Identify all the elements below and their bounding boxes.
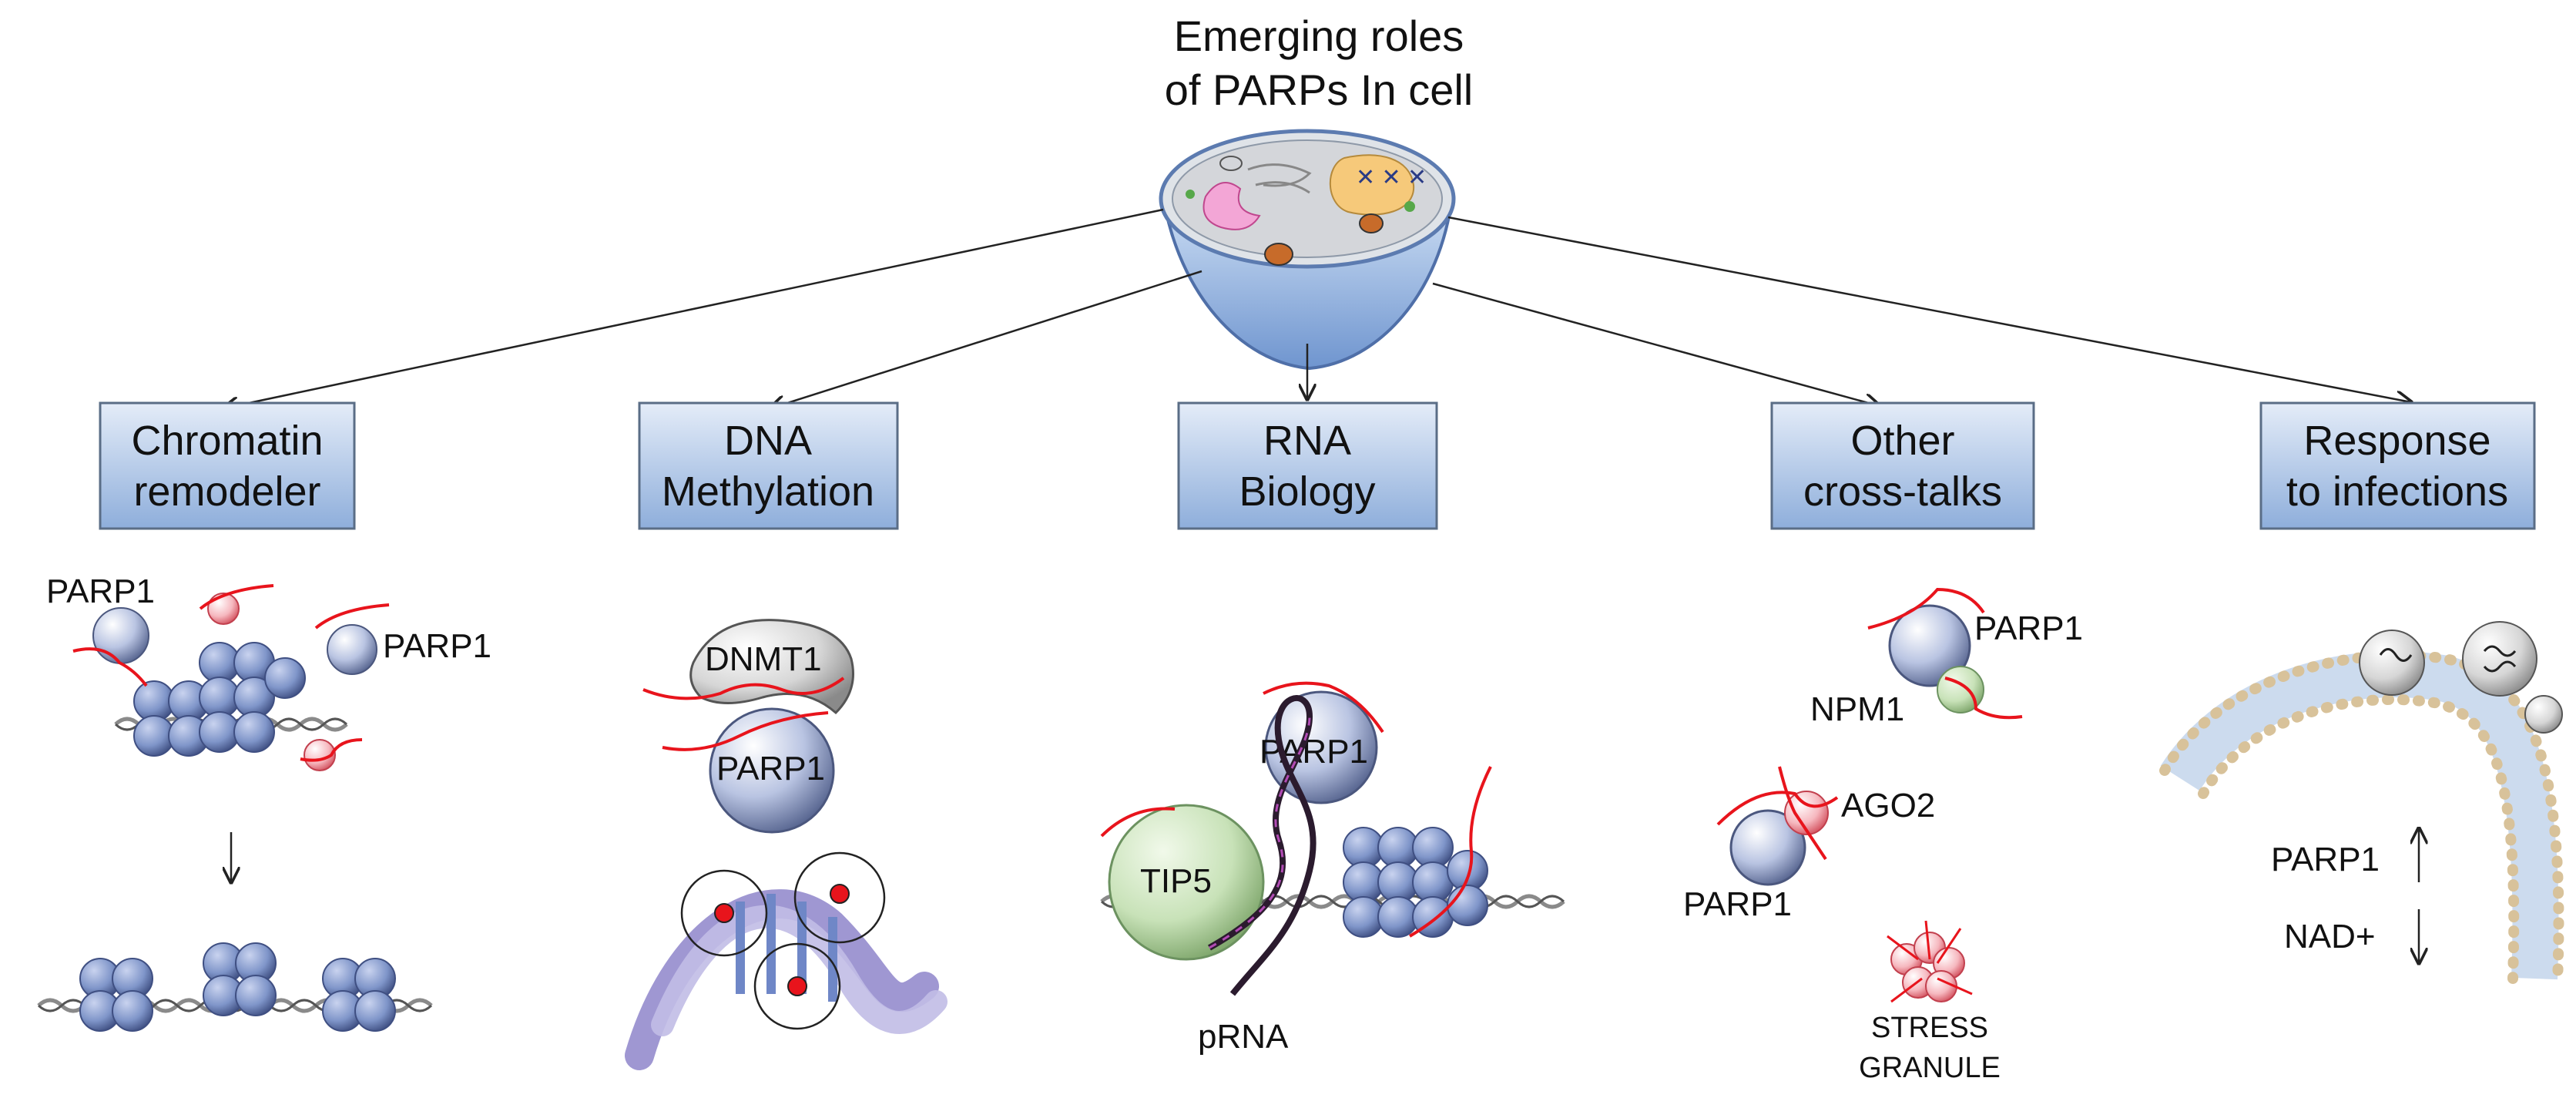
parp1-sphere (1888, 604, 1971, 687)
infection-panel: PARP1 NAD+ (2159, 621, 2564, 988)
ago2-label: AGO2 (1841, 787, 1935, 824)
parp1-increase-label: PARP1 (2271, 841, 2380, 878)
category-box-infections: Response to infections (2259, 401, 2536, 530)
prna-ribbon (1208, 695, 1317, 996)
membrane-beads-outer (2159, 650, 2564, 988)
parp1-sphere (92, 607, 149, 664)
pathogen-particle (2359, 630, 2425, 696)
parp1-sphere (327, 624, 377, 675)
pathogen-particle (2462, 621, 2537, 697)
arrow-infections (1447, 216, 2411, 402)
category-label-line2: to infections (2286, 468, 2508, 515)
npm1-label: NPM1 (1810, 690, 1904, 728)
category-box-methylation: DNA Methylation (638, 401, 899, 530)
tip5-sphere (1108, 804, 1265, 961)
ago2-sphere (1784, 791, 1829, 835)
category-label-line2: remodeler (133, 468, 320, 515)
arrow-methylation (770, 270, 1202, 408)
category-box-crosstalk: Other cross-talks (1770, 401, 2035, 530)
category-label-line1: Response (2303, 418, 2490, 464)
crosstalk-panel: PARP1 NPM1 PARP1 AGO2 STRESS GRANULE (1683, 587, 2083, 1084)
dnmt1-label: DNMT1 (705, 640, 822, 678)
category-label-line2: Methylation (662, 468, 874, 515)
rna-panel: TIP5 PARP1 pRNA (1100, 681, 1565, 1056)
nucleosome-cluster-top (133, 642, 306, 757)
parp1-label-top: PARP1 (1974, 609, 2083, 647)
parp1-sphere (709, 707, 835, 834)
tip5-label: TIP5 (1140, 862, 1212, 900)
arrow-crosstalk (1432, 282, 1880, 406)
parp1-label: PARP1 (716, 750, 825, 787)
cell-illustration: ✕ ✕ ✕ (1159, 129, 1456, 371)
stress-granule-label-line2: GRANULE (1859, 1052, 2001, 1084)
red-modifier (304, 739, 336, 771)
stress-granule (1887, 920, 1973, 1003)
arrow-chromatin (223, 208, 1164, 408)
parp1-label-right: PARP1 (383, 627, 491, 665)
category-label-line1: Other (1850, 418, 1954, 464)
category-box-chromatin: Chromatin remodeler (99, 401, 356, 530)
category-label-line1: RNA (1263, 418, 1351, 464)
dna-double-helix (625, 851, 948, 1070)
category-label-line1: DNA (724, 418, 812, 464)
methyl-group (830, 884, 850, 904)
membrane-beads-inner (2198, 693, 2520, 984)
prna-label: pRNA (1198, 1018, 1289, 1056)
category-label-line1: Chromatin (131, 418, 323, 464)
chromosome-marks: ✕ ✕ ✕ (1356, 165, 1427, 190)
parp1-label-left: PARP1 (46, 573, 155, 610)
title-line-2: of PARPs In cell (1165, 65, 1473, 114)
category-box-rna: RNA Biology (1177, 401, 1438, 530)
category-label-line2: cross-talks (1803, 468, 2002, 515)
title-line-1: Emerging roles (1174, 12, 1464, 60)
nucleosome-cluster-open (79, 942, 396, 1032)
stress-granule-label-line1: STRESS (1871, 1012, 1988, 1044)
category-label-line2: Biology (1239, 468, 1375, 515)
red-modifier (207, 593, 240, 625)
pathogen-particle (2524, 695, 2563, 734)
chromatin-panel: PARP1 PARP1 (37, 573, 491, 1032)
nad-decrease-label: NAD+ (2284, 918, 2376, 955)
connector-arrows (223, 208, 2411, 408)
methyl-group (714, 903, 734, 923)
methylation-panel: DNMT1 PARP1 (625, 619, 948, 1070)
methyl-group (787, 976, 807, 996)
parp1-sphere (1729, 809, 1806, 886)
parp1-label-bottom: PARP1 (1683, 885, 1792, 923)
membrane-inner (2160, 651, 2559, 980)
